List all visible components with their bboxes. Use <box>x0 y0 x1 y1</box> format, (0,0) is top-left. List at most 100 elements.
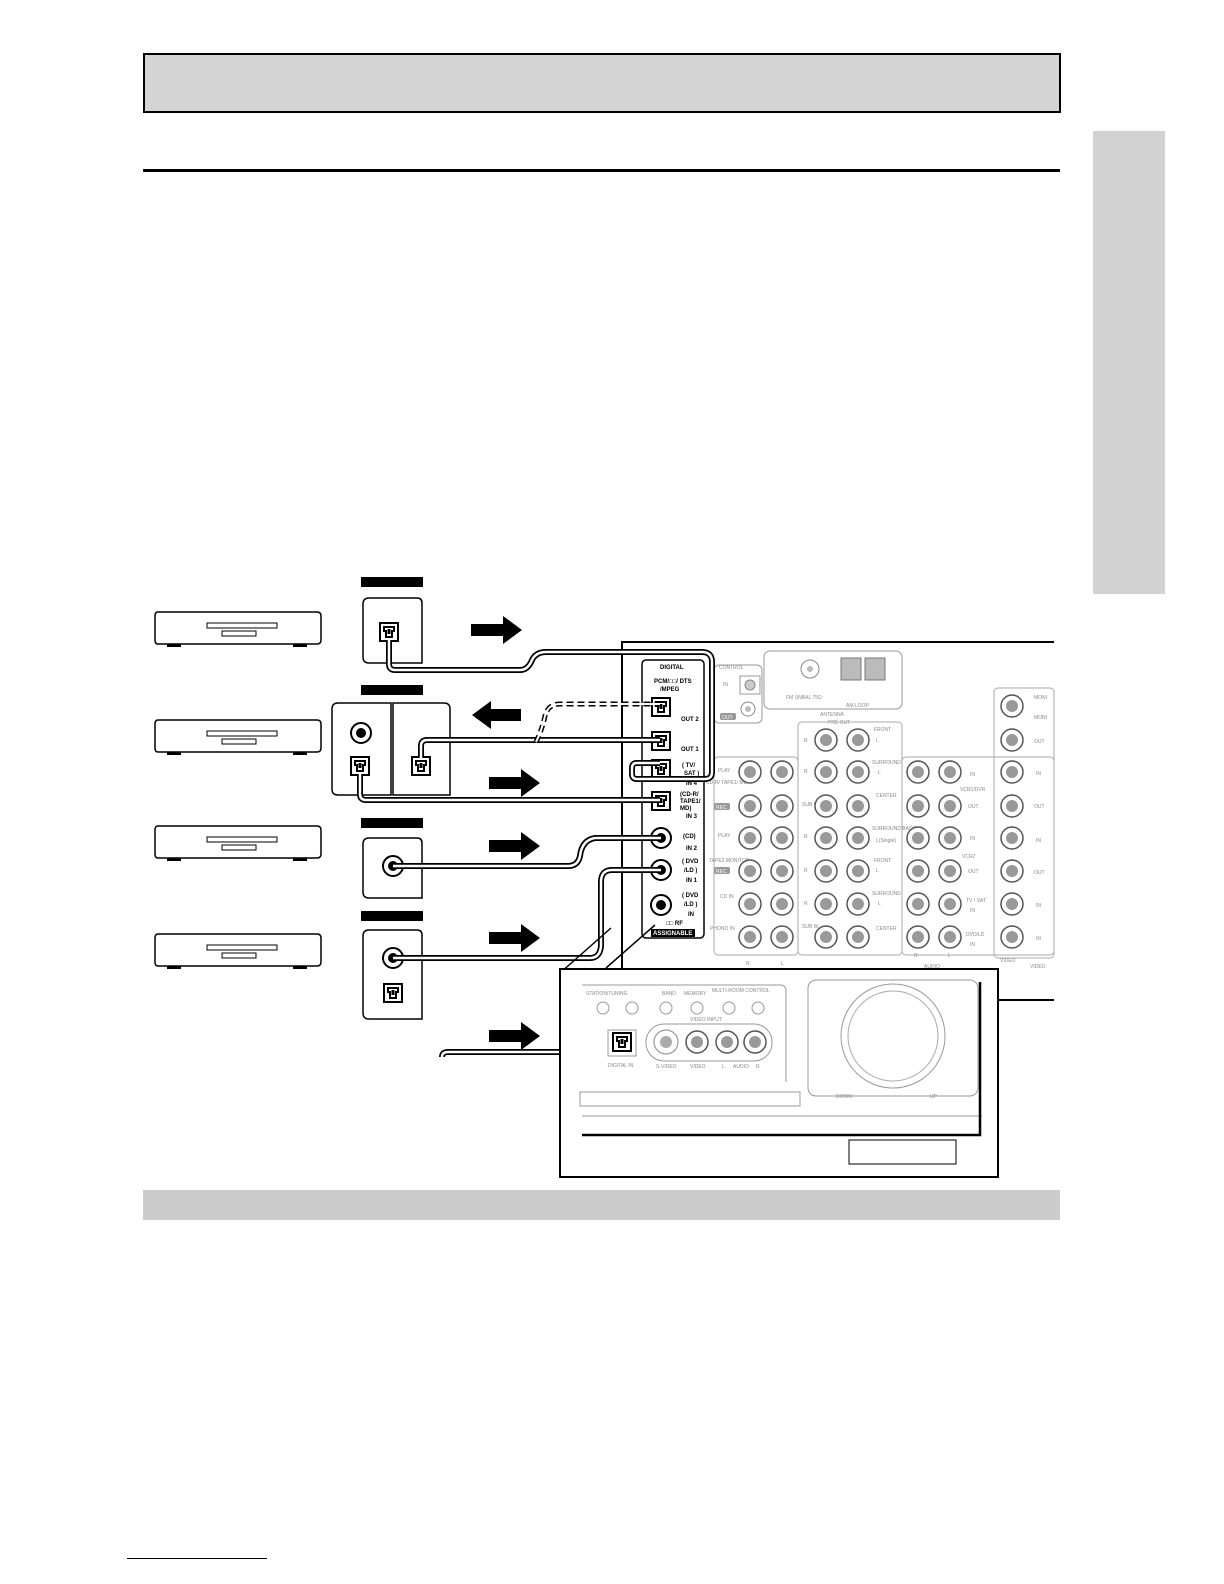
svg-text:SURROUND: SURROUND <box>872 891 901 897</box>
svg-text:L: L <box>876 738 879 744</box>
svg-text:IN 4: IN 4 <box>686 781 698 787</box>
svg-text:L(Single): L(Single) <box>876 838 896 844</box>
svg-text:IN: IN <box>688 912 694 918</box>
svg-text:IN: IN <box>1036 936 1041 942</box>
svg-text:FRONT: FRONT <box>874 858 891 864</box>
svg-text:R: R <box>804 738 808 744</box>
svg-text:TV / SAT: TV / SAT <box>966 898 986 904</box>
svg-text:CD IN: CD IN <box>720 894 734 900</box>
label-bar-4 <box>361 911 423 921</box>
svg-text:S-VIDEO: S-VIDEO <box>656 1064 677 1070</box>
svg-text:(CD-R/: (CD-R/ <box>680 792 699 798</box>
svg-text:L: L <box>948 953 951 959</box>
side-chapter-tab <box>1093 131 1165 594</box>
svg-text:PLAY: PLAY <box>718 768 731 774</box>
svg-text:DIGITAL IN: DIGITAL IN <box>608 1063 634 1069</box>
svg-text:OUT: OUT <box>968 804 979 810</box>
svg-text:R: R <box>914 953 918 959</box>
svg-text:SURROUND: SURROUND <box>872 760 901 766</box>
svg-text:DOWN: DOWN <box>836 1094 852 1100</box>
svg-text:IN 3: IN 3 <box>686 814 698 820</box>
receiver-rear-outline <box>621 641 1054 971</box>
svg-text:IN: IN <box>1036 903 1041 909</box>
svg-text:VIDEO INPUT: VIDEO INPUT <box>690 1017 722 1023</box>
svg-text:OUT: OUT <box>722 715 733 721</box>
svg-text:MD): MD) <box>680 806 691 812</box>
svg-text:VIDEO: VIDEO <box>1030 964 1046 970</box>
svg-text:CONTROL: CONTROL <box>719 665 744 671</box>
footnote-rule <box>127 1558 267 1559</box>
title-bar <box>143 53 1061 113</box>
svg-text:/LD ): /LD ) <box>684 868 697 874</box>
device-4 <box>154 933 322 970</box>
svg-text:/MPEG: /MPEG <box>660 687 680 693</box>
svg-text:OUT 1: OUT 1 <box>681 747 699 753</box>
svg-text:MULTI-ROOM CONTROL: MULTI-ROOM CONTROL <box>712 988 770 994</box>
front-panel-inset: DOWN UP STATION/TUNING BAND MEMORY MULTI… <box>559 968 999 1178</box>
svg-text:IN: IN <box>970 772 975 778</box>
svg-text:SURROUND BACK: SURROUND BACK <box>872 826 917 832</box>
svg-text:AUDIO: AUDIO <box>924 964 940 970</box>
svg-text:PHONO IN: PHONO IN <box>710 926 735 932</box>
svg-text:FM UNBAL 75Ω: FM UNBAL 75Ω <box>786 695 822 701</box>
svg-text:DVD/LD: DVD/LD <box>966 932 985 938</box>
svg-text:AM LOOP: AM LOOP <box>846 703 869 709</box>
svg-text:AUDIO: AUDIO <box>733 1064 749 1070</box>
arrow-right-3 <box>489 769 540 797</box>
svg-text:/LD ): /LD ) <box>684 902 697 908</box>
svg-text:MONI: MONI <box>1034 695 1047 701</box>
svg-text:CENTER: CENTER <box>876 793 897 799</box>
label-bar-1 <box>361 577 423 587</box>
arrow-right-1 <box>471 616 522 644</box>
svg-text:MONI: MONI <box>1034 715 1047 721</box>
svg-text:IN: IN <box>723 682 728 688</box>
label-bar-3 <box>361 818 423 828</box>
section-header-bar <box>143 1190 1060 1220</box>
svg-text:IN 1: IN 1 <box>686 878 698 884</box>
svg-text:VIDEO: VIDEO <box>1000 958 1016 964</box>
svg-text:VCR1/DVR: VCR1/DVR <box>960 787 986 793</box>
svg-text:FRONT: FRONT <box>874 727 891 733</box>
svg-text:L: L <box>781 961 784 967</box>
svg-text:( DVD: ( DVD <box>682 859 699 865</box>
svg-text:L: L <box>878 770 881 776</box>
svg-text:IN: IN <box>1036 838 1041 844</box>
svg-text:ANTENNA: ANTENNA <box>820 712 845 718</box>
arrow-right-5 <box>489 924 540 952</box>
svg-text:SUB W.: SUB W. <box>802 924 820 930</box>
svg-text:IN: IN <box>1036 771 1041 777</box>
svg-text:SAT ): SAT ) <box>684 771 699 777</box>
svg-text:(CD): (CD) <box>683 834 696 840</box>
svg-text:R: R <box>746 961 750 967</box>
device-2 <box>154 719 322 756</box>
svg-text:TAPE2 MONITOR: TAPE2 MONITOR <box>709 858 750 864</box>
svg-text:REC: REC <box>716 805 727 811</box>
svg-text:MEMORY: MEMORY <box>684 991 707 997</box>
svg-text:PCM/□□/ DTS: PCM/□□/ DTS <box>654 679 692 685</box>
svg-text:CENTER: CENTER <box>876 926 897 932</box>
svg-text:□□ RF: □□ RF <box>666 921 683 927</box>
svg-text:CD-R/ TAPE1/ MD: CD-R/ TAPE1/ MD <box>706 780 748 786</box>
svg-text:STATION/TUNING: STATION/TUNING <box>586 991 628 997</box>
svg-text:R: R <box>756 1064 760 1070</box>
svg-text:R: R <box>804 868 808 874</box>
rear-panel-jacks: CONTROL IN OUT FM UNBAL 75Ω AM LOOP ANTE… <box>706 650 1055 970</box>
svg-text:VCR2: VCR2 <box>962 854 976 860</box>
svg-text:UP: UP <box>930 1094 938 1100</box>
label-bar-2 <box>361 685 423 695</box>
svg-text:( DVD: ( DVD <box>682 893 699 899</box>
svg-text:( TV/: ( TV/ <box>682 763 695 769</box>
svg-text:L: L <box>876 868 879 874</box>
svg-text:OUT 2: OUT 2 <box>681 717 699 723</box>
svg-text:ASSIGNABLE: ASSIGNABLE <box>653 931 692 937</box>
svg-text:TAPE1/: TAPE1/ <box>680 799 701 805</box>
svg-text:L: L <box>878 901 881 907</box>
svg-text:OUT: OUT <box>1034 739 1045 745</box>
arrow-right-4 <box>489 832 540 860</box>
svg-text:R: R <box>804 769 808 775</box>
svg-text:R: R <box>804 901 808 907</box>
svg-text:L: L <box>722 1064 725 1070</box>
digital-header: DIGITAL <box>660 665 684 671</box>
svg-text:SUB W.: SUB W. <box>802 802 820 808</box>
svg-text:VIDEO: VIDEO <box>690 1064 706 1070</box>
